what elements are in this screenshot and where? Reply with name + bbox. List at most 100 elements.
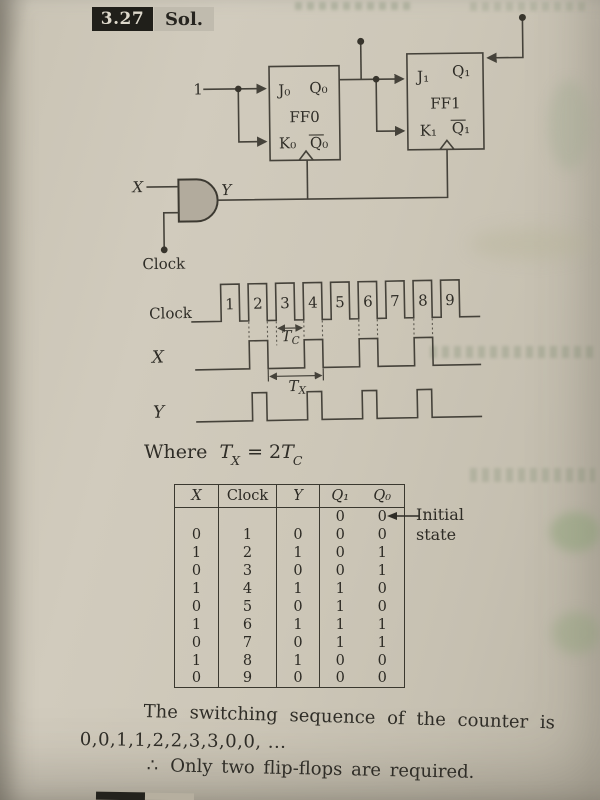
wire-y-to-ff1-clock — [217, 149, 449, 201]
page-bleed-artifact — [470, 468, 595, 482]
q0-probe-dot — [357, 37, 365, 45]
clock-pulse-number: 1 — [225, 295, 235, 313]
ff0-j-label: J₀ — [276, 81, 290, 99]
tx-dimension-arrow — [269, 371, 323, 381]
initial-q0-value: 0 — [377, 508, 387, 525]
cell-x: 1 — [174, 615, 219, 634]
page-bleed-artifact — [552, 612, 600, 654]
clock-terminal-label: Clock — [142, 255, 186, 274]
ff1-k-label: K₁ — [420, 121, 437, 139]
cell-q0: 0 — [377, 670, 387, 687]
truth-table-header-row: X Clock Y Q₁ Q₀ — [174, 484, 405, 508]
col-header-q0: Q₀ — [360, 484, 405, 508]
ff1-name-label: FF1 — [430, 94, 461, 112]
cell-q1: 1 — [335, 616, 345, 633]
cell-q0: 1 — [377, 544, 387, 561]
cell-x: 0 — [174, 561, 219, 580]
logic-circuit: J₀ Q₀ FF0 K₀ Q₀ J₁ Q₁ FF1 K₁ Q₁ 1 — [131, 13, 526, 274]
tx-symbol: T — [219, 441, 233, 463]
wire-clock-input — [162, 211, 179, 250]
cell-y: 1 — [276, 615, 320, 634]
conclusion-line3: ∴ Only two flip-flops are required. — [147, 755, 475, 783]
initial-q1-value: 0 — [335, 508, 345, 525]
tx-label: TX — [288, 377, 306, 397]
wire-q0-to-j1 — [339, 73, 405, 85]
cell-clock: 8 — [218, 651, 277, 670]
col-header-clock: Clock — [218, 484, 277, 508]
ff1-q-label: Q₁ — [452, 62, 471, 80]
cell-clock: 9 — [218, 669, 277, 688]
circuit-and-timing-diagram: J₀ Q₀ FF0 K₀ Q₀ J₁ Q₁ FF1 K₁ Q₁ 1 — [131, 13, 526, 423]
therefore-symbol: ∴ — [146, 755, 159, 777]
timing-x-label: X — [150, 347, 165, 367]
timing-clock-label: Clock — [149, 304, 193, 323]
cell-q1: 1 — [335, 634, 345, 651]
cell-clock: 6 — [218, 615, 277, 634]
cell-x: 0 — [174, 597, 219, 616]
cell-y: 0 — [276, 669, 320, 688]
timing-diagram: Clock 1 2 3 4 5 6 7 8 9 TC X — [149, 279, 483, 423]
x-input-label: X — [131, 178, 144, 196]
cell-q1: 0 — [335, 526, 345, 543]
timing-y-label: Y — [153, 402, 166, 422]
logic-one-label: 1 — [193, 80, 203, 98]
cell-y: 1 — [276, 651, 320, 670]
clock-pulse-number: 6 — [363, 292, 373, 310]
cell-x: 1 — [174, 579, 219, 598]
equals-sign: = 2 — [247, 441, 282, 463]
clock-terminal-dot — [160, 246, 168, 254]
ff0-clock-triangle-icon — [298, 149, 314, 161]
conclusion-line1: The switching sequence of the counter is — [143, 701, 556, 734]
cell-q1: 0 — [335, 562, 345, 579]
col-header-y: Y — [276, 484, 320, 508]
wire-one-to-k0 — [237, 88, 268, 147]
cell-clock: 1 — [218, 525, 277, 544]
y-output-label: Y — [221, 181, 233, 199]
cell-q1: 1 — [335, 580, 345, 597]
y-waveform — [196, 388, 483, 423]
cell-x: 1 — [174, 651, 219, 670]
tc-label: TC — [281, 327, 299, 347]
ff0-q-label: Q₀ — [309, 79, 328, 97]
conclusion-text: Only two flip-flops are required. — [170, 755, 475, 783]
ff1-box — [406, 52, 485, 151]
cell-clock: 5 — [218, 597, 277, 616]
cell-y: 0 — [276, 525, 320, 544]
where-word: Where — [144, 441, 208, 463]
page-bleed-artifact — [550, 512, 600, 552]
clock-pulse-number: 5 — [335, 293, 345, 311]
clock-pulse-number: 8 — [418, 291, 428, 309]
initial-state-note-line1: Initial — [416, 505, 464, 524]
cell-x: 1 — [174, 543, 219, 562]
cell-q0: 0 — [377, 580, 387, 597]
col-header-x: X — [174, 484, 219, 508]
clock-pulse-number: 9 — [445, 291, 455, 309]
initial-state-arrow — [387, 512, 419, 520]
solution-label-badge: Sol. — [154, 7, 214, 31]
cell-q1: 0 — [335, 652, 345, 669]
cell-q1: 0 — [335, 544, 345, 561]
cell-q1: 1 — [335, 598, 345, 615]
ff1-clock-triangle-icon — [439, 139, 455, 150]
cell-clock: 2 — [218, 543, 277, 562]
cell-y: 0 — [276, 597, 320, 616]
ff1-j-label: J₁ — [415, 68, 429, 86]
cell-clock: 4 — [218, 579, 277, 598]
cell-y: 1 — [276, 579, 320, 598]
cell-x: 0 — [174, 669, 219, 688]
col-header-q1: Q₁ — [319, 484, 361, 508]
timing-relation-note: Where TX = 2TC — [144, 441, 303, 468]
ff0-qbar-label: Q₀ — [310, 134, 329, 152]
junction-dot — [372, 75, 380, 83]
x-waveform — [195, 336, 482, 371]
cell-q0: 1 — [377, 634, 387, 651]
next-problem-badge-partial — [95, 791, 146, 800]
clock-pulse-number: 7 — [390, 292, 400, 310]
cell-y: 1 — [276, 543, 320, 562]
initial-state-note-line2: state — [416, 525, 457, 544]
